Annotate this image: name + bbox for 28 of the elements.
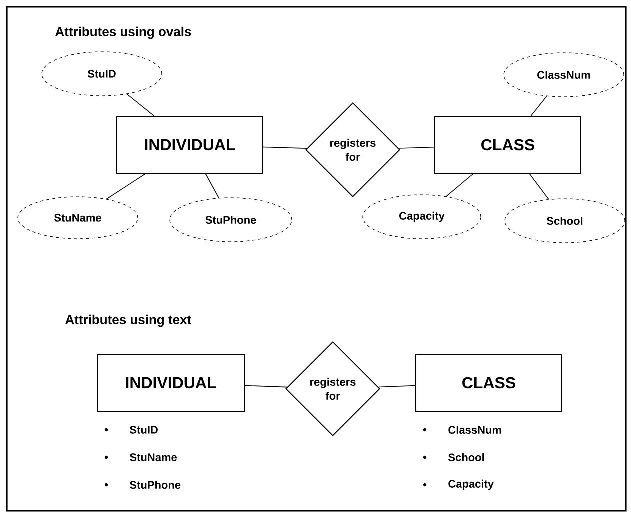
connector-line — [398, 146, 435, 149]
entity-box: CLASS — [434, 116, 582, 174]
connector-line — [530, 96, 548, 116]
connector-line — [106, 174, 146, 200]
section-heading: Attributes using text — [66, 314, 192, 328]
entity-box: CLASS — [416, 354, 562, 412]
attribute-oval: StuID — [42, 52, 162, 96]
list-item: School — [423, 453, 484, 462]
connector-line — [263, 146, 308, 149]
connector-line — [244, 385, 288, 388]
list-item: StuID — [104, 426, 158, 434]
connector-line — [378, 385, 416, 388]
attribute-oval: ClassNum — [504, 52, 624, 98]
list-item: StuName — [104, 454, 177, 462]
list-item: Capacity — [423, 480, 494, 490]
list-item: StuPhone — [104, 480, 181, 490]
attribute-oval: StuName — [18, 196, 138, 240]
connector-line — [446, 174, 474, 198]
connector-line — [529, 174, 550, 200]
section-heading: Attributes using ovals — [56, 26, 192, 40]
entity-box: INDIVIDUAL — [97, 354, 245, 412]
entity-box: INDIVIDUAL — [116, 116, 264, 174]
connector-line — [126, 94, 154, 116]
attribute-oval: School — [504, 198, 626, 244]
connector-line — [205, 174, 220, 199]
attribute-oval: Capacity — [362, 194, 482, 240]
attribute-oval: StuPhone — [170, 198, 292, 242]
list-item: ClassNum — [423, 426, 502, 434]
